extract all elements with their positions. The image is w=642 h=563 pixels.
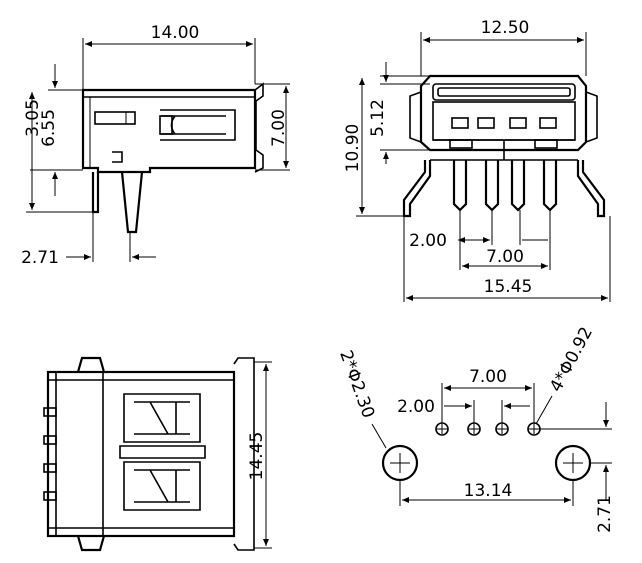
side-pin-offset-label: 2.71 — [21, 248, 59, 268]
pcb-small-holes-label: 4*Φ0.92 — [546, 324, 597, 396]
front-overall-width-label: 15.45 — [484, 277, 533, 297]
top-length-label: 14.45 — [247, 432, 267, 481]
front-opening-height-label: 5.12 — [368, 99, 388, 137]
front-view: 12.50 10.90 5.12 2.00 7.00 15.45 — [343, 18, 611, 302]
side-view: 14.00 7.00 3.05 6.55 2.71 — [21, 23, 290, 268]
pcb-layout: 7.00 2.00 2*Φ2.30 4*Φ0.92 13.14 2.71 — [335, 324, 615, 533]
front-body-width-label: 12.50 — [481, 18, 530, 38]
pcb-row-offset-label: 2.71 — [595, 495, 615, 533]
front-pin-span-label: 7.00 — [486, 247, 524, 267]
pcb-hole-span-label: 13.14 — [464, 481, 513, 501]
side-height-label: 7.00 — [269, 109, 289, 147]
top-view: 14.45 — [43, 356, 272, 552]
side-h-top-label: 3.05 — [23, 99, 43, 137]
side-width-label: 14.00 — [151, 23, 200, 43]
front-pin-pitch-label: 2.00 — [409, 231, 447, 251]
side-h-mid-label: 6.55 — [39, 109, 59, 147]
pcb-large-holes-label: 2*Φ2.30 — [335, 348, 378, 421]
pcb-pin-pitch-label: 2.00 — [397, 397, 435, 417]
front-total-height-label: 10.90 — [343, 124, 363, 173]
pcb-pin-span-label: 7.00 — [469, 367, 507, 387]
